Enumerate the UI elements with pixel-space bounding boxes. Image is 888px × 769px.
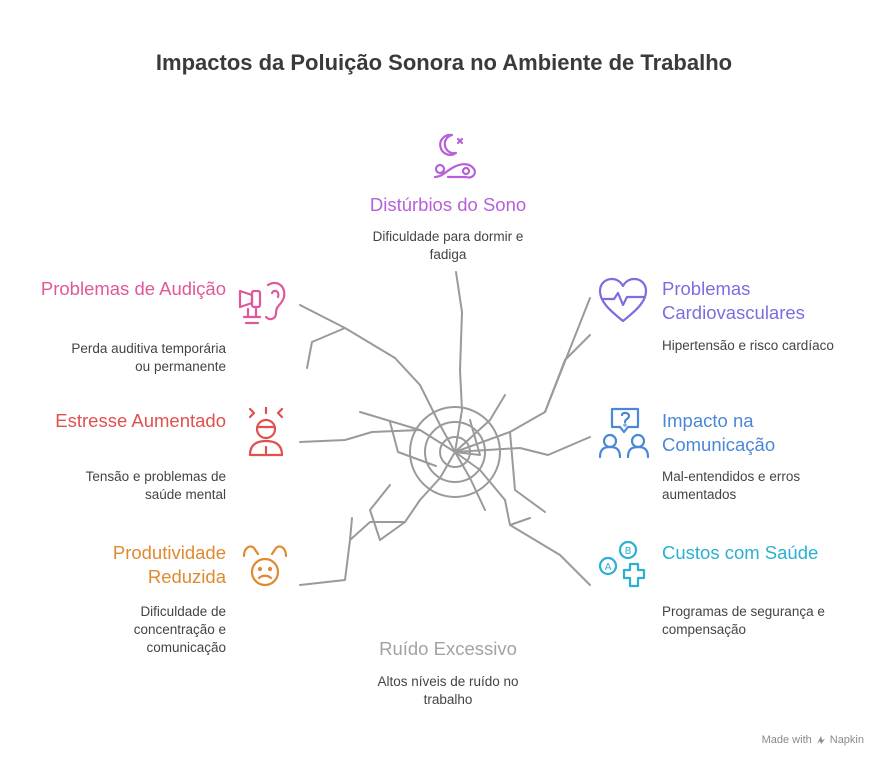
svg-text:A: A [605, 562, 612, 573]
page-title: Impactos da Poluição Sonora no Ambiente … [155, 50, 733, 75]
moon-bed-icon [432, 131, 480, 188]
health-costs-title: Custos com Saúde [662, 542, 819, 563]
sleep-description: Dificuldade para dormir e fadiga [372, 229, 524, 262]
napkin-logo-icon [816, 736, 825, 744]
stressed-person-icon [244, 405, 288, 464]
center-description: Altos níveis de ruído no trabalho [377, 674, 519, 707]
communication-description: Mal-entendidos e erros aumentados [662, 469, 801, 502]
health-costs-description: Programas de segurança e compensação [662, 604, 825, 637]
napkin-credit[interactable]: Made with Napkin [762, 734, 864, 746]
productivity-description: Dificuldade de concentração e comunicaçã… [133, 604, 226, 655]
heart-pulse-icon [598, 277, 648, 328]
sleep-title: Distúrbios do Sono [369, 194, 527, 215]
hearing-title: Problemas de Audição [40, 278, 226, 299]
frustrated-face-icon [240, 540, 290, 595]
cardio-description: Hipertensão e risco cardíaco [662, 338, 834, 353]
svg-text:B: B [625, 546, 632, 557]
cardio-title: Problemas Cardiovasculares [662, 278, 805, 323]
center-title: Ruído Excessivo [379, 638, 517, 659]
productivity-title: Produtividade Reduzida [112, 542, 226, 587]
health-cross-icon: B A [598, 540, 650, 595]
stress-description: Tensão e problemas de saúde mental [85, 469, 226, 502]
ear-megaphone-icon [238, 277, 288, 330]
credit-brand: Napkin [829, 734, 864, 746]
credit-text: Made with [761, 734, 812, 746]
stress-title: Estresse Aumentado [55, 410, 226, 431]
communication-title: Impacto na Comunicação [662, 410, 776, 455]
people-question-icon [598, 407, 652, 464]
hearing-description: Perda auditiva temporária ou permanente [71, 341, 226, 374]
